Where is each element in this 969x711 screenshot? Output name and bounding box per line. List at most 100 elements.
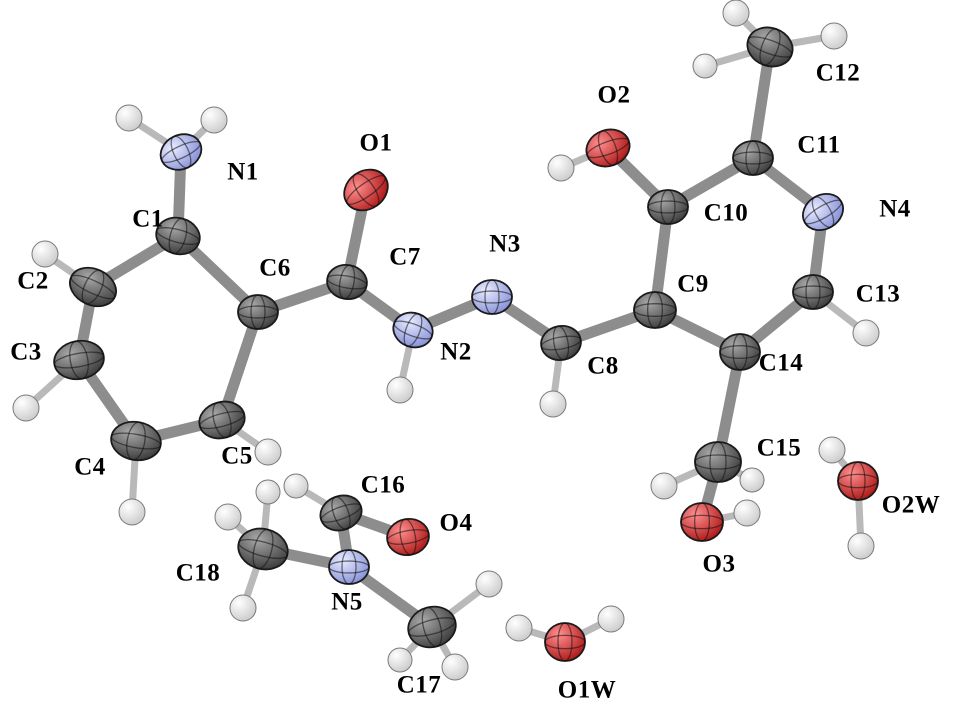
N3-equator-band	[471, 290, 513, 304]
C16-meridian-band	[331, 496, 351, 530]
C18-meridian-band	[252, 528, 274, 570]
C6-meridian-band	[250, 294, 266, 330]
label-C1: C1	[132, 206, 164, 233]
atom-H1WB	[597, 605, 625, 633]
label-C16: C16	[361, 472, 406, 499]
H3-ellipsoid	[12, 394, 40, 422]
H8-ellipsoid	[539, 390, 567, 418]
O1W-ellipsoid	[544, 622, 586, 662]
C16-ellipsoid	[319, 494, 363, 532]
label-C4: C4	[74, 454, 106, 481]
N5-meridian-band	[341, 549, 357, 585]
C2-equator-band	[70, 274, 116, 300]
C1-equator-band	[156, 227, 200, 245]
atom-H1A	[115, 104, 143, 132]
H18B-ellipsoid	[255, 479, 281, 505]
C4-equator-band	[110, 432, 162, 450]
N4-equator-band	[803, 199, 843, 225]
atom-H15B	[739, 467, 765, 493]
N5-equator-band	[328, 560, 370, 574]
N2-equator-band	[393, 320, 433, 340]
atoms-layer	[12, 0, 880, 681]
label-C6: C6	[259, 255, 291, 282]
H2WA-ellipsoid	[818, 436, 846, 464]
C6-equator-band	[237, 305, 279, 319]
C8-equator-band	[540, 335, 582, 351]
label-O3: O3	[703, 551, 736, 578]
atom-N3	[471, 279, 513, 315]
N3-ellipsoid	[471, 279, 513, 315]
atom-N5	[328, 549, 370, 585]
atom-H18A	[214, 503, 242, 531]
atom-H12C	[692, 53, 718, 79]
O1-meridian-band	[352, 173, 380, 207]
C3-equator-band	[53, 351, 105, 369]
atom-H15A	[650, 472, 678, 500]
label-O1W: O1W	[558, 677, 616, 704]
atom-H17C	[387, 647, 413, 673]
C11-equator-band	[732, 151, 774, 165]
atom-C13	[792, 274, 834, 310]
atom-H12B	[820, 22, 848, 50]
atom-H1WA	[505, 614, 533, 642]
H4-ellipsoid	[118, 498, 146, 526]
N3-meridian-band	[484, 279, 500, 315]
atom-O2	[585, 128, 631, 168]
atom-H16	[283, 473, 309, 499]
C3-meridian-band	[69, 340, 89, 380]
atom-O1W	[544, 622, 586, 662]
C5-equator-band	[199, 410, 245, 430]
H18A-ellipsoid	[214, 503, 242, 531]
atom-O1	[343, 168, 389, 212]
N4-meridian-band	[811, 196, 835, 228]
H1WB-ellipsoid	[597, 605, 625, 633]
C13-meridian-band	[805, 274, 821, 310]
O2-equator-band	[586, 137, 630, 159]
C16-equator-band	[320, 503, 362, 523]
atom-O4	[386, 518, 430, 556]
label-N5: N5	[331, 589, 363, 616]
H3O-ellipsoid	[733, 499, 761, 527]
C7-equator-band	[326, 274, 368, 290]
atom-O2W	[837, 461, 879, 501]
atom-C5	[198, 400, 246, 440]
label-C17: C17	[397, 672, 442, 699]
atom-H3	[12, 394, 40, 422]
O3-meridian-band	[694, 502, 711, 542]
O4-ellipsoid	[386, 518, 430, 556]
label-C8: C8	[587, 353, 619, 380]
atom-N2	[392, 311, 434, 349]
H17B-ellipsoid	[441, 653, 469, 681]
C15-equator-band	[694, 454, 742, 470]
atom-H8	[539, 390, 567, 418]
H1A-ellipsoid	[115, 104, 143, 132]
C12-meridian-band	[759, 28, 781, 66]
H17C-ellipsoid	[387, 647, 413, 673]
O4-meridian-band	[399, 518, 417, 556]
H2N-ellipsoid	[386, 376, 414, 404]
atom-C3	[53, 339, 105, 381]
C10-ellipsoid	[647, 189, 689, 225]
atom-N1	[159, 133, 203, 171]
atom-H3O	[733, 499, 761, 527]
C9-ellipsoid	[633, 291, 677, 329]
label-C13: C13	[856, 281, 901, 308]
H18C-ellipsoid	[229, 594, 257, 622]
atom-C16	[319, 494, 363, 532]
C9-meridian-band	[647, 291, 664, 329]
C11-ellipsoid	[732, 140, 774, 176]
C13-ellipsoid	[792, 274, 834, 310]
atom-N4	[802, 193, 844, 231]
O1-ellipsoid	[343, 168, 389, 212]
H12A-ellipsoid	[722, 0, 750, 27]
H2WB-ellipsoid	[847, 532, 875, 560]
atom-C1	[155, 216, 201, 256]
atom-H2WA	[818, 436, 846, 464]
atom-C7	[326, 264, 368, 300]
label-C7: C7	[389, 244, 421, 271]
C10-meridian-band	[660, 189, 676, 225]
C18-equator-band	[238, 538, 288, 560]
O1W-meridian-band	[557, 622, 573, 662]
atom-H2O	[547, 154, 575, 182]
